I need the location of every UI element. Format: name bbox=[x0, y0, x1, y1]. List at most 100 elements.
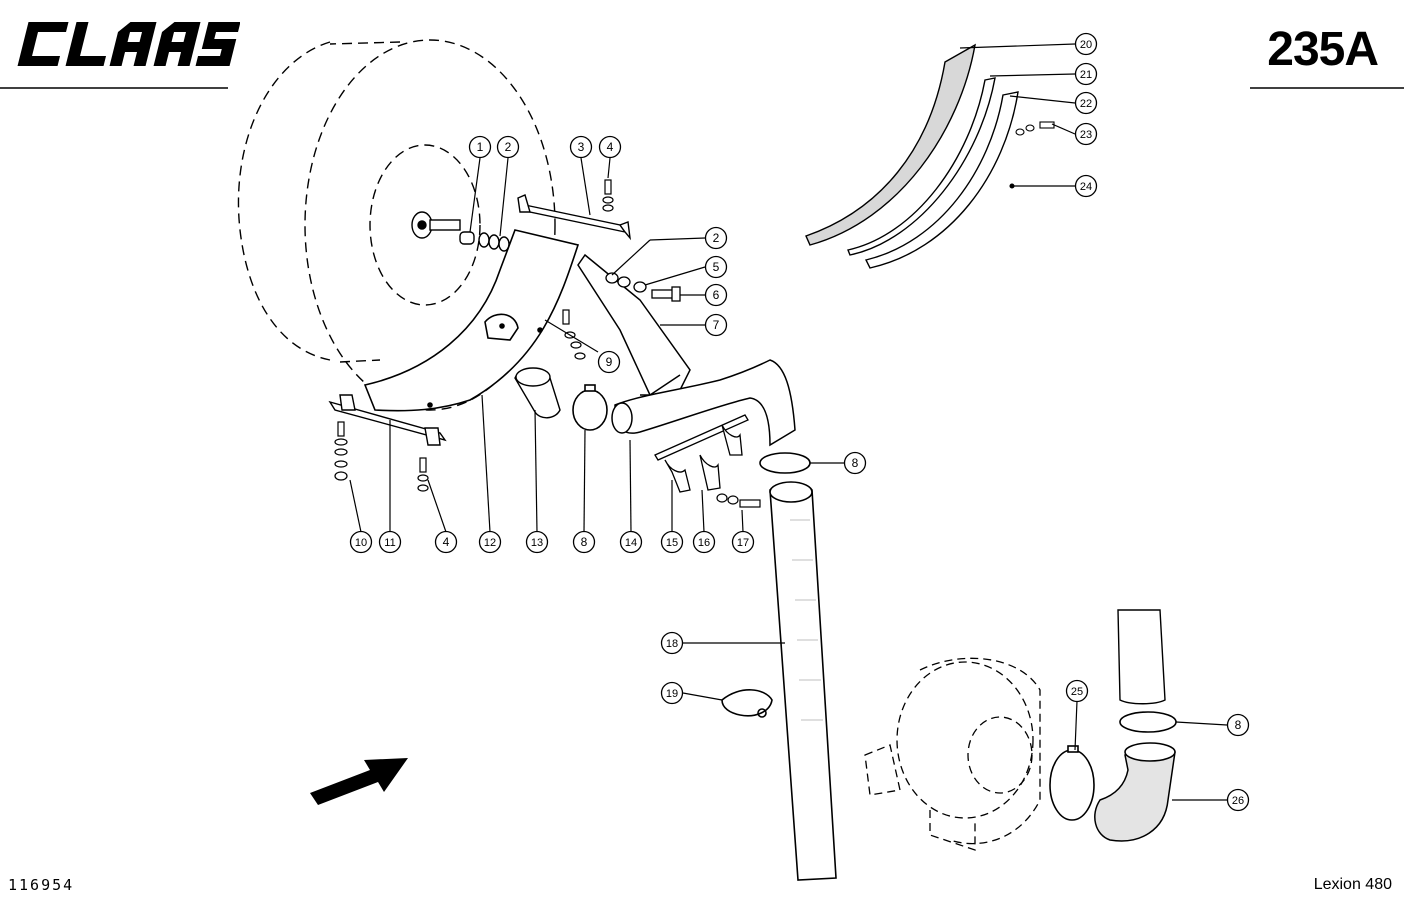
callout-circle bbox=[660, 681, 684, 705]
callout-circle bbox=[378, 530, 402, 554]
wheel-hub bbox=[411, 211, 461, 239]
callout-label: 3 bbox=[578, 140, 585, 154]
callout-circle bbox=[692, 530, 716, 554]
callout-16: 16 bbox=[692, 530, 716, 554]
callout-label: 4 bbox=[607, 140, 614, 154]
callout-circle bbox=[598, 135, 622, 159]
callout-circle bbox=[660, 530, 684, 554]
fender-guard bbox=[363, 229, 580, 412]
small-fasteners bbox=[334, 179, 614, 492]
callout-label: 1 bbox=[477, 140, 484, 154]
bolt-stack-right bbox=[605, 272, 681, 302]
callout-label: 5 bbox=[713, 260, 720, 274]
callout-circle bbox=[434, 530, 458, 554]
long-pipe bbox=[769, 481, 837, 881]
callout-circle bbox=[704, 226, 728, 250]
callout-label: 17 bbox=[737, 537, 749, 549]
callout-10: 10 bbox=[349, 530, 373, 554]
callout-label: 14 bbox=[625, 537, 637, 549]
callout-7: 7 bbox=[704, 313, 728, 337]
callout-24: 24 bbox=[1074, 174, 1098, 198]
elbow-clamp bbox=[1119, 711, 1177, 733]
callout-circle bbox=[731, 530, 755, 554]
callout-circle bbox=[349, 530, 373, 554]
callout-circle bbox=[1065, 679, 1089, 703]
callout-4: 4 bbox=[598, 135, 622, 159]
callout-4: 4 bbox=[434, 530, 458, 554]
callout-circle bbox=[1074, 91, 1098, 115]
callout-9: 9 bbox=[597, 350, 621, 374]
callout-circle bbox=[569, 135, 593, 159]
callout-2: 2 bbox=[704, 226, 728, 250]
drawing-number: 116954 bbox=[8, 876, 75, 894]
wheel-drum bbox=[237, 39, 556, 411]
callout-label: 10 bbox=[355, 537, 367, 549]
callout-label: 13 bbox=[531, 537, 543, 549]
callout-label: 8 bbox=[581, 535, 588, 549]
callout-circle bbox=[704, 313, 728, 337]
direction-arrow-icon bbox=[310, 758, 408, 805]
model-name: Lexion 480 bbox=[1313, 876, 1392, 893]
strap-bolt bbox=[716, 493, 761, 508]
callout-18: 18 bbox=[660, 631, 684, 655]
callout-circle bbox=[1074, 174, 1098, 198]
callout-label: 12 bbox=[484, 537, 496, 549]
seal-fasteners bbox=[1009, 121, 1055, 189]
callout-23: 23 bbox=[1074, 122, 1098, 146]
callout-circle bbox=[597, 350, 621, 374]
callout-circle bbox=[468, 135, 492, 159]
band-clamp bbox=[721, 689, 773, 718]
callout-12: 12 bbox=[478, 530, 502, 554]
callout-label: 16 bbox=[698, 537, 710, 549]
callout-6: 6 bbox=[704, 283, 728, 307]
pipe-hatching bbox=[790, 519, 823, 721]
callout-14: 14 bbox=[619, 530, 643, 554]
callout-label: 4 bbox=[443, 535, 450, 549]
callout-label: 22 bbox=[1080, 98, 1092, 110]
callout-circle bbox=[619, 530, 643, 554]
callout-circle bbox=[1226, 788, 1250, 812]
hose-short bbox=[514, 367, 561, 419]
callout-1: 1 bbox=[468, 135, 492, 159]
pipe-bend bbox=[611, 359, 796, 447]
callout-label: 23 bbox=[1080, 129, 1092, 141]
callout-2: 2 bbox=[496, 135, 520, 159]
pipe-straps bbox=[654, 414, 749, 493]
callout-8: 8 bbox=[1226, 713, 1250, 737]
callout-label: 7 bbox=[713, 318, 720, 332]
seal-strips bbox=[805, 43, 1019, 269]
callout-22: 22 bbox=[1074, 91, 1098, 115]
callout-21: 21 bbox=[1074, 62, 1098, 86]
hose-clamp-middle bbox=[572, 384, 608, 431]
blower-housing bbox=[864, 657, 1041, 851]
callout-circle bbox=[1226, 713, 1250, 737]
callout-label: 24 bbox=[1080, 181, 1092, 193]
callout-circle bbox=[478, 530, 502, 554]
callout-circle bbox=[1074, 62, 1098, 86]
leader-lines bbox=[349, 43, 1228, 801]
callout-label: 26 bbox=[1232, 795, 1244, 807]
callout-circle bbox=[496, 135, 520, 159]
hose-clamp-pipe bbox=[759, 452, 811, 474]
callout-label: 25 bbox=[1071, 686, 1083, 698]
callout-19: 19 bbox=[660, 681, 684, 705]
callout-label: 21 bbox=[1080, 69, 1092, 81]
callout-label: 2 bbox=[505, 140, 512, 154]
callout-5: 5 bbox=[704, 255, 728, 279]
callout-8: 8 bbox=[572, 530, 596, 554]
callout-label: 18 bbox=[666, 638, 678, 650]
callout-label: 20 bbox=[1080, 39, 1092, 51]
callout-circle bbox=[525, 530, 549, 554]
callout-label: 8 bbox=[852, 456, 859, 470]
callout-label: 6 bbox=[713, 288, 720, 302]
claas-logo bbox=[17, 22, 240, 66]
upper-bracket bbox=[517, 194, 631, 241]
callout-label: 8 bbox=[1235, 718, 1242, 732]
callout-11: 11 bbox=[378, 530, 402, 554]
callout-17: 17 bbox=[731, 530, 755, 554]
callout-circle bbox=[704, 283, 728, 307]
callout-13: 13 bbox=[525, 530, 549, 554]
